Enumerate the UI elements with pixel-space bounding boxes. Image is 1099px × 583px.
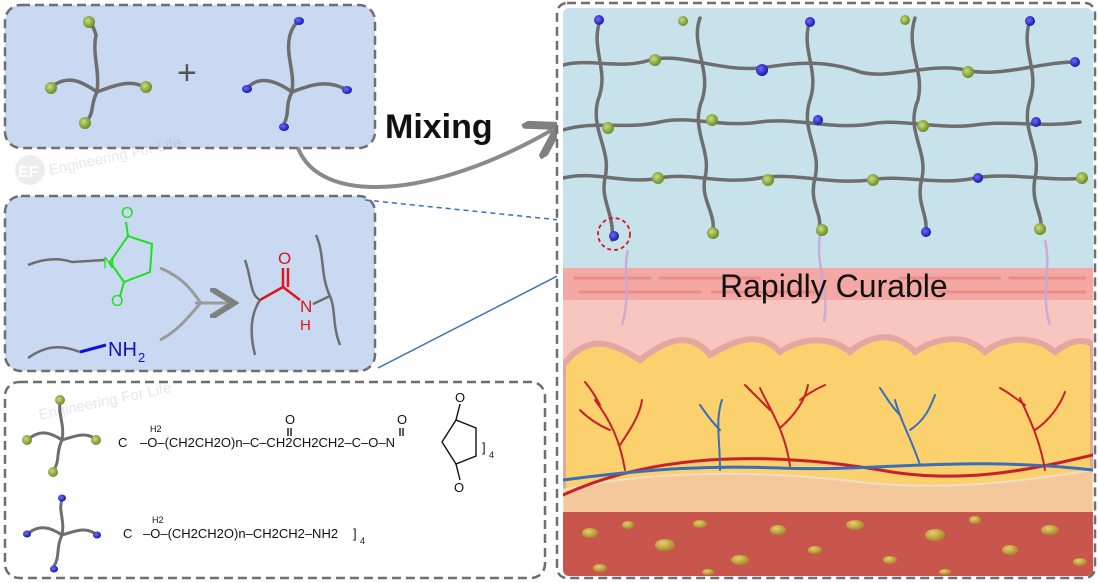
formula1-subscript: 4 bbox=[489, 450, 494, 460]
reaction-panel: N O O NH 2 O N H bbox=[3, 194, 377, 373]
nhs-o-bottom-label: O bbox=[111, 293, 123, 310]
reaction-arrow-bottom bbox=[159, 302, 202, 342]
peg-amine-formula: C H2 –O–(CH2CH2O)n–CH2CH2–NH2 ] 4 bbox=[123, 515, 365, 546]
peg-nhs-star-icon bbox=[22, 395, 101, 477]
formula1-ester-o1: O bbox=[285, 412, 295, 427]
hydrogel-network bbox=[563, 16, 1087, 242]
peg-nhs-formula: C H2 –O–(CH2CH2O)n–C–CH2CH2CH2–C–O–N O O… bbox=[118, 390, 494, 495]
fascia-band bbox=[563, 468, 1093, 516]
mixing-arrow bbox=[296, 130, 552, 189]
formula2-bracket: ] bbox=[353, 526, 357, 541]
nhs-o-top-label: O bbox=[121, 205, 133, 222]
formula1-core: C bbox=[118, 435, 127, 450]
nhs-ester-structure: N O O bbox=[27, 205, 154, 310]
nhs-n-label: N bbox=[103, 255, 115, 272]
mixing-label: Mixing bbox=[385, 108, 493, 146]
formula1-nhs-o-top: O bbox=[455, 390, 465, 405]
rapidly-curable-label: Rapidly Curable bbox=[720, 268, 948, 304]
amide-o-label: O bbox=[278, 249, 291, 268]
formula2-h2: H2 bbox=[152, 515, 164, 525]
formula2-subscript: 4 bbox=[360, 536, 365, 546]
amide-product-structure: O N H bbox=[243, 234, 342, 356]
formula1-nhs-o-bottom: O bbox=[454, 480, 464, 495]
tissue-panel: Rapidly Curable bbox=[555, 1, 1097, 580]
amine-label: NH bbox=[108, 339, 137, 361]
four-arm-peg-nhs-icon bbox=[45, 16, 152, 129]
formula-panel: C H2 –O–(CH2CH2O)n–C–CH2CH2CH2–C–O–N O O… bbox=[3, 380, 547, 580]
muscle-layer bbox=[563, 512, 1093, 576]
zoom-connector-dashed bbox=[364, 199, 609, 226]
amine-subscript: 2 bbox=[138, 350, 145, 365]
formula1-bracket: ] bbox=[482, 440, 486, 455]
peg-amine-star-icon bbox=[23, 494, 101, 573]
blood-vessels bbox=[563, 381, 1093, 497]
epidermis-layer bbox=[563, 268, 1093, 300]
amide-h-label: H bbox=[300, 317, 311, 334]
formula2-core: C bbox=[123, 526, 132, 541]
zoom-highlight-circle bbox=[597, 217, 631, 251]
watermark-logo: EF bbox=[18, 164, 39, 181]
four-arm-peg-amine-icon bbox=[242, 17, 352, 131]
fat-layer bbox=[563, 334, 1093, 518]
reaction-arrow-top bbox=[159, 266, 202, 303]
plus-sign: + bbox=[177, 54, 197, 92]
monomer-panel: + bbox=[3, 3, 377, 150]
hydrogel-layer bbox=[563, 8, 1093, 270]
crosslink-nodes bbox=[594, 15, 1088, 241]
formula1-chain: –O–(CH2CH2O)n–C–CH2CH2CH2–C–O–N bbox=[140, 435, 395, 450]
amine-structure: NH 2 bbox=[27, 339, 145, 365]
formula1-ester-o2: O bbox=[397, 412, 407, 427]
formula1-h2: H2 bbox=[150, 424, 162, 434]
amide-n-label: N bbox=[300, 297, 312, 316]
formula2-chain: –O–(CH2CH2O)n–CH2CH2–NH2 bbox=[143, 526, 338, 541]
